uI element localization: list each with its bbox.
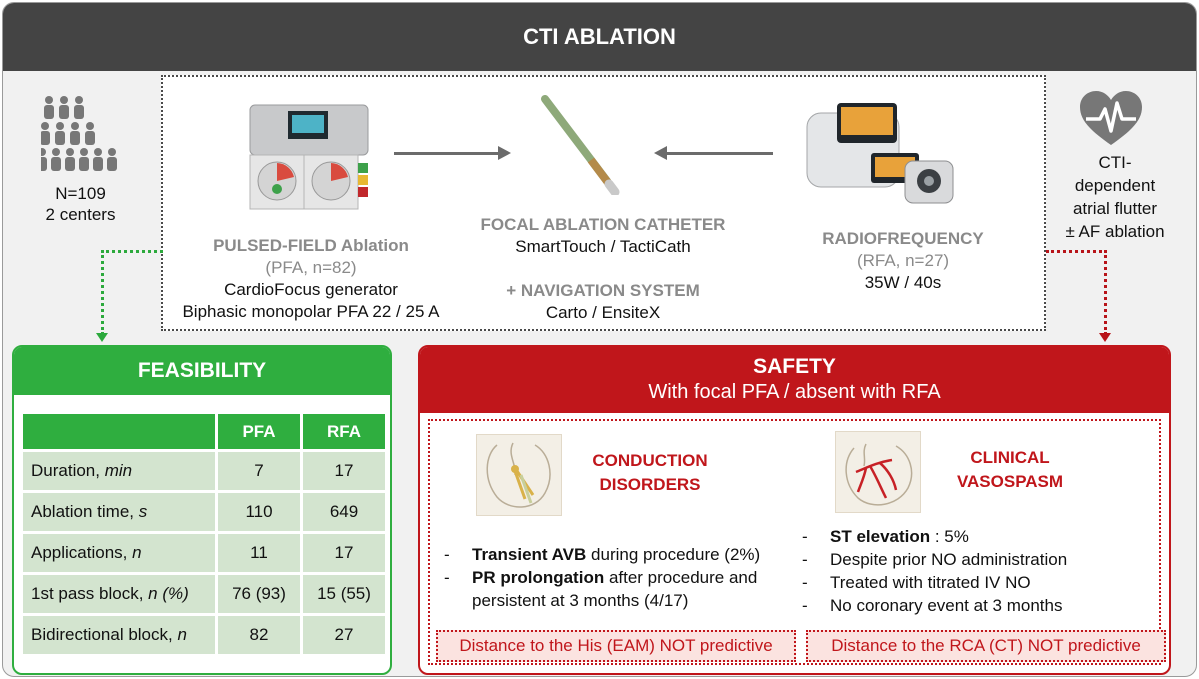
safety-subtitle: With focal PFA / absent with RFA: [648, 381, 941, 403]
list-item: No coronary event at 3 months: [802, 594, 1142, 617]
table-row: 1st pass block, n (%) 76 (93) 15 (55): [23, 575, 385, 613]
connector-to-safety: [1046, 250, 1107, 253]
table-row: Ablation time, s 110 649: [23, 493, 385, 531]
table-row: Bidirectional block, n 82 27: [23, 616, 385, 654]
conduction-findings-list: Transient AVB during procedure (2%) PR p…: [444, 543, 794, 612]
flow-arrow-rf: [654, 146, 773, 160]
indication-line4: ± AF ablation: [1065, 222, 1165, 241]
table-header-rfa: RFA: [303, 414, 385, 449]
rca-distance-note: Distance to the RCA (CT) NOT predictive: [806, 630, 1166, 662]
catheter-description: FOCAL ABLATION CATHETER SmartTouch / Tac…: [453, 214, 753, 324]
row-pfa-value: 76 (93): [218, 575, 300, 613]
row-pfa-value: 7: [218, 452, 300, 490]
list-item: PR prolongation after procedure and pers…: [444, 566, 794, 612]
row-rfa-value: 17: [303, 534, 385, 572]
his-distance-note: Distance to the His (EAM) NOT predictive: [436, 630, 796, 662]
safety-title: SAFETY: [753, 355, 836, 378]
row-pfa-value: 82: [218, 616, 300, 654]
people-group-icon: [37, 95, 121, 176]
row-rfa-value: 17: [303, 452, 385, 490]
row-label: 1st pass block, n (%): [23, 575, 215, 613]
list-item: Transient AVB during procedure (2%): [444, 543, 794, 566]
navigation-title: + NAVIGATION SYSTEM: [506, 281, 700, 300]
indication-text: CTI- dependent atrial flutter ± AF ablat…: [1055, 151, 1175, 243]
pfa-description: PULSED-FIELD Ablation (PFA, n=82) Cardio…: [163, 235, 459, 323]
rf-description: RADIOFREQUENCY (RFA, n=27) 35W / 40s: [783, 228, 1023, 294]
vasospasm-findings-list: ST elevation : 5% Despite prior NO admin…: [802, 525, 1142, 617]
row-rfa-value: 15 (55): [303, 575, 385, 613]
row-pfa-value: 11: [218, 534, 300, 572]
list-item: ST elevation : 5%: [802, 525, 1142, 548]
row-pfa-value: 110: [218, 493, 300, 531]
pfa-subtitle: (PFA, n=82): [265, 258, 357, 277]
table-header-empty: [23, 414, 215, 449]
row-label: Duration, min: [23, 452, 215, 490]
row-label: Ablation time, s: [23, 493, 215, 531]
connector-to-safety-vertical: [1104, 250, 1107, 335]
table-row: Duration, min 7 17: [23, 452, 385, 490]
population-summary: N=109 2 centers: [23, 183, 138, 225]
catheter-title: FOCAL ABLATION CATHETER: [480, 215, 726, 234]
row-rfa-value: 27: [303, 616, 385, 654]
row-label: Applications, n: [23, 534, 215, 572]
population-n: N=109: [55, 184, 106, 203]
row-label: Bidirectional block, n: [23, 616, 215, 654]
pfa-protocol: Biphasic monopolar PFA 22 / 25 A: [182, 302, 440, 321]
pfa-title-rest: Ablation: [336, 236, 409, 255]
heart-coronary-icon: [835, 431, 921, 513]
rf-title: RADIOFREQUENCY: [822, 229, 984, 248]
list-item: Treated with titrated IV NO: [802, 571, 1142, 594]
safety-details: CONDUCTION DISORDERS CLINICAL VASOSPASM …: [428, 419, 1166, 665]
flow-arrow-pfa: [394, 146, 511, 160]
page-title: CTI ABLATION: [3, 3, 1196, 71]
clinical-vasospasm-title: CLINICAL VASOSPASM: [956, 448, 1064, 491]
catheter-models: SmartTouch / TactiCath: [515, 237, 691, 256]
pfa-title-bold: PULSED-FIELD: [213, 236, 337, 255]
connector-arrowhead-feasibility: [96, 333, 108, 342]
rf-subtitle: (RFA, n=27): [856, 251, 950, 270]
heart-rhythm-icon: [1078, 89, 1144, 154]
list-item: Despite prior NO administration: [802, 548, 1142, 571]
safety-panel: SAFETY With focal PFA / absent with RFA …: [418, 345, 1171, 675]
rf-params: 35W / 40s: [864, 273, 942, 292]
pfa-generator: CardioFocus generator: [224, 280, 398, 299]
rf-generator-image: [805, 99, 957, 211]
navigation-models: Carto / EnsiteX: [545, 303, 661, 322]
feasibility-panel: FEASIBILITY PFA RFA Duration, min 7 17 A…: [12, 345, 392, 675]
population-centers: 2 centers: [45, 205, 116, 224]
connector-arrowhead-safety: [1099, 333, 1111, 342]
indication-line1: CTI-: [1098, 153, 1132, 172]
pfa-generator-image: [248, 103, 376, 211]
table-header-row: PFA RFA: [23, 414, 385, 449]
table-header-pfa: PFA: [218, 414, 300, 449]
feasibility-title: FEASIBILITY: [14, 347, 390, 395]
catheter-image: [539, 95, 629, 197]
indication-line3: atrial flutter: [1072, 199, 1158, 218]
connector-to-feasibility: [101, 250, 163, 253]
feasibility-table: PFA RFA Duration, min 7 17 Ablation time…: [20, 411, 388, 657]
safety-header: SAFETY With focal PFA / absent with RFA: [420, 347, 1169, 413]
row-rfa-value: 649: [303, 493, 385, 531]
heart-conduction-icon: [476, 434, 562, 516]
table-row: Applications, n 11 17: [23, 534, 385, 572]
indication-line2: dependent: [1074, 176, 1156, 195]
conduction-disorders-title: CONDUCTION DISORDERS: [592, 451, 708, 494]
connector-to-feasibility-vertical: [101, 250, 104, 335]
